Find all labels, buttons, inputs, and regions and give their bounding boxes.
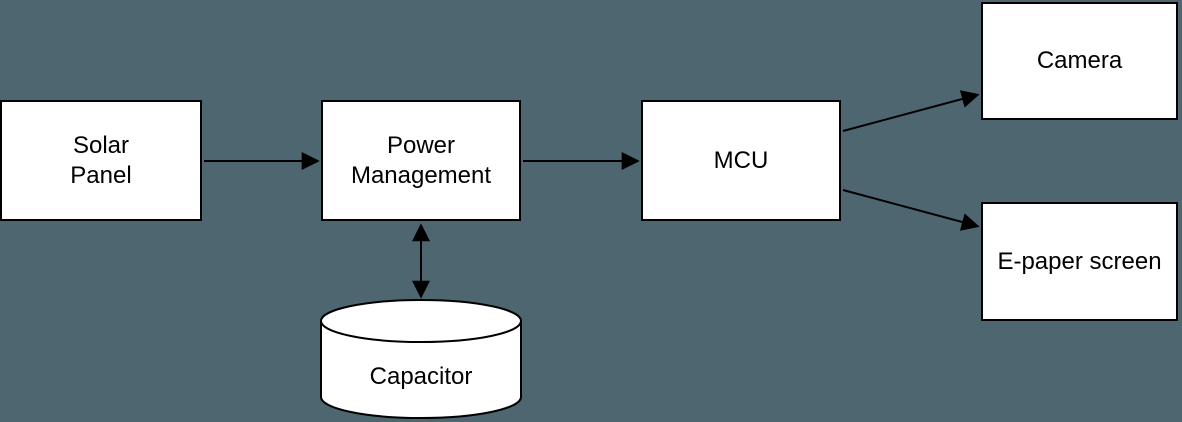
node-capacitor-label: Capacitor	[369, 363, 473, 390]
node-mcu-label: MCU	[713, 146, 769, 174]
node-solar-panel: Solar Panel	[0, 100, 202, 221]
node-epaper-screen: E-paper screen	[981, 202, 1178, 321]
node-solar-panel-label: Solar Panel	[70, 131, 132, 189]
node-epaper-screen-label: E-paper screen	[997, 247, 1162, 275]
node-capacitor-cylinder	[320, 299, 522, 419]
node-mcu: MCU	[641, 100, 841, 221]
node-camera: Camera	[981, 2, 1178, 120]
node-power-management: Power Management	[321, 100, 521, 221]
node-power-management-label: Power Management	[350, 131, 492, 189]
edge-mcu-to-camera	[842, 90, 980, 132]
node-camera-label: Camera	[1036, 47, 1123, 74]
edge-mcu-to-epaper	[842, 189, 980, 231]
